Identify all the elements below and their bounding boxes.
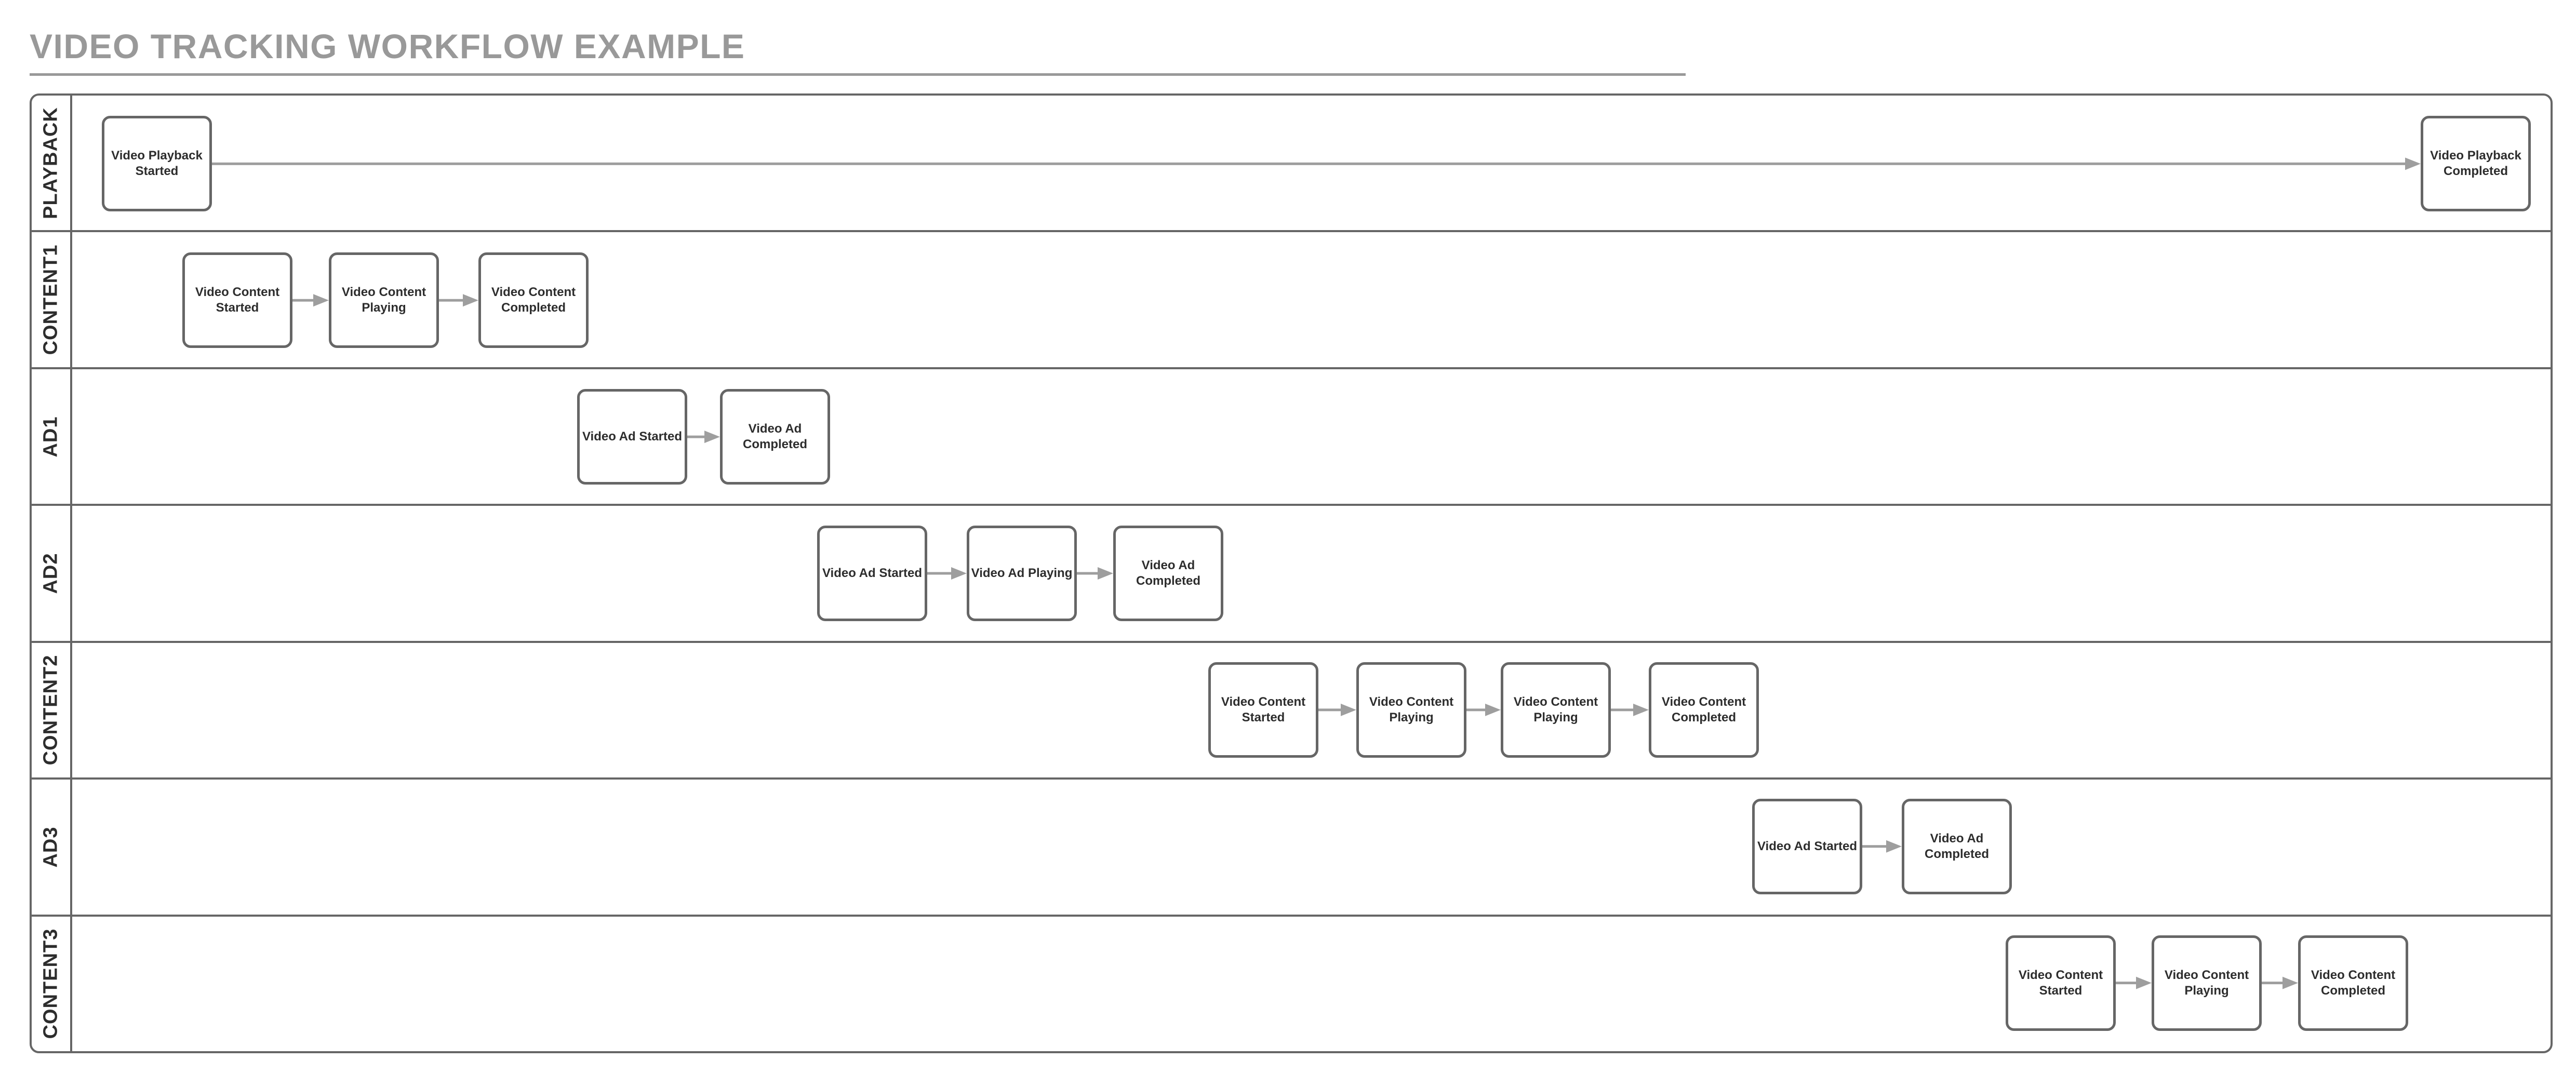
lane-header: CONTENT2 <box>32 642 72 778</box>
lane-label: CONTENT1 <box>39 244 62 355</box>
lane-label: CONTENT2 <box>39 654 62 766</box>
lane-header: AD3 <box>32 780 72 915</box>
lane-content-area <box>72 506 2551 640</box>
lane-header: PLAYBACK <box>32 96 72 231</box>
lane-label: PLAYBACK <box>39 106 62 219</box>
lane-header: AD1 <box>32 369 72 504</box>
lane-label: AD3 <box>39 826 62 868</box>
lane-row: CONTENT2 <box>32 642 2551 780</box>
title-underline <box>30 73 1686 76</box>
lane-content-area <box>72 96 2551 230</box>
lane-content-area <box>72 232 2551 367</box>
lane-row: CONTENT3 <box>32 916 2551 1051</box>
diagram-title: VIDEO TRACKING WORKFLOW EXAMPLE <box>30 27 745 65</box>
lane-header: CONTENT3 <box>32 916 72 1051</box>
lane-header: CONTENT1 <box>32 232 72 367</box>
lane-row: AD3 <box>32 780 2551 917</box>
lane-content-area <box>72 643 2551 777</box>
lane-content-area <box>72 780 2551 914</box>
lane-label: AD2 <box>39 553 62 594</box>
lane-label: CONTENT3 <box>39 928 62 1039</box>
lane-row: AD1 <box>32 369 2551 506</box>
lane-content-area <box>72 369 2551 504</box>
lane-header: AD2 <box>32 506 72 641</box>
lane-row: CONTENT1 <box>32 232 2551 369</box>
lane-content-area <box>72 917 2551 1051</box>
lane-row: PLAYBACK <box>32 96 2551 233</box>
lane-label: AD1 <box>39 416 62 458</box>
lane-row: AD2 <box>32 506 2551 643</box>
